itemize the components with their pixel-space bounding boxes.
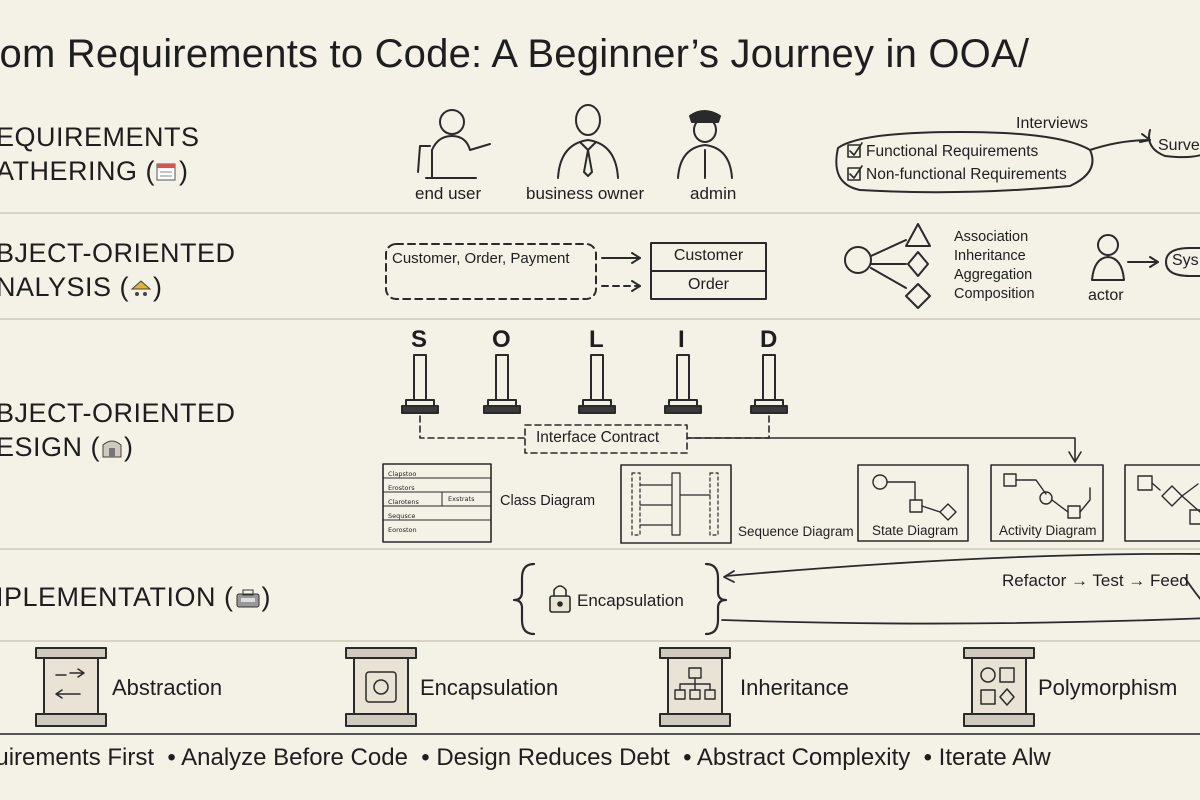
class-table-rows: Clapstoo Erostors Clarotens Sequsce Eoro…: [388, 470, 419, 534]
solid-pillars: [401, 354, 788, 414]
noun-list: Customer, Order, Payment: [392, 250, 570, 267]
notepad-icon: [155, 157, 179, 181]
state-diagram-label: State Diagram: [872, 523, 959, 538]
stage-implementation-label: IPLEMENTATION (): [0, 582, 272, 612]
class-customer: Customer: [673, 247, 744, 264]
encapsulation-label: Encapsulation: [577, 591, 684, 610]
end-user-label: end user: [415, 184, 482, 203]
interface-contract-box: [524, 424, 688, 454]
activity-diagram-label: Activity Diagram: [999, 523, 1097, 538]
pillar-inheritance: [659, 647, 731, 727]
business-owner-label: business owner: [526, 184, 645, 203]
admin-icon: [677, 110, 733, 179]
relationship-aggregation: Aggregation: [954, 267, 1033, 283]
relationship-composition: Composition: [954, 286, 1035, 302]
stage-design-label: BJECT-ORIENTED ESIGN (): [0, 398, 236, 462]
solid-letter-s: S: [411, 326, 428, 353]
actor-label: actor: [1088, 287, 1124, 304]
solid-letter-l: L: [589, 326, 604, 353]
requirements-cloud: [835, 131, 1094, 194]
admin-label: admin: [690, 184, 737, 203]
noun-box: [385, 243, 597, 300]
magnifier-icon: [129, 273, 153, 296]
state-diagram: [857, 464, 969, 542]
sequence-diagram: [620, 464, 732, 544]
functional-requirements: Functional Requirements: [866, 143, 1039, 160]
refactor-cycle-label: Refactor → Test → Feed: [1002, 571, 1189, 590]
end-user-icon: [417, 109, 491, 179]
solid-letter-i: I: [678, 326, 685, 353]
pillar-abstraction: [35, 647, 107, 727]
pillar-abstraction-label: Abstraction: [112, 675, 223, 700]
archway-icon: [100, 433, 124, 458]
solid-letter-o: O: [492, 326, 511, 353]
footer-divider: [0, 733, 1200, 735]
pillar-polymorphism-label: Polymorphism: [1038, 675, 1178, 700]
relationship-list: Association Inheritance Aggregation Comp…: [954, 228, 1035, 304]
class-diagram-label: Class Diagram: [500, 493, 596, 509]
toolbox-icon: [234, 583, 262, 608]
page-title: rom Requirements to Code: A Beginner’s J…: [0, 32, 1030, 76]
pillar-encapsulation-label: Encapsulation: [420, 675, 559, 700]
class-table-col: Exstrats: [448, 495, 475, 503]
relationship-glyphs: [844, 246, 872, 274]
non-functional-requirements: Non-functional Requirements: [866, 166, 1067, 183]
interface-contract-label: Interface Contract: [536, 429, 660, 446]
solid-letter-d: D: [760, 326, 778, 353]
divider: [0, 548, 1200, 550]
right-brace: [704, 562, 728, 636]
stage-requirements-label: EQUIREMENTS ATHERING (): [0, 122, 200, 186]
business-owner-icon: [557, 104, 619, 179]
divider: [0, 318, 1200, 320]
class-diagram-table: [382, 463, 492, 543]
lock-icon: [549, 585, 571, 613]
principles-footer: quirements First • Analyze Before Code •…: [0, 744, 1051, 771]
actor-icon: [1091, 234, 1125, 281]
relationship-inheritance: Inheritance: [954, 248, 1026, 264]
left-brace: [512, 562, 536, 636]
divider: [0, 212, 1200, 214]
deployment-diagram: [1124, 464, 1200, 542]
class-order: Order: [688, 276, 729, 293]
surveys-label: Surve: [1158, 137, 1200, 154]
relationship-association: Association: [954, 229, 1029, 245]
activity-diagram: [990, 464, 1104, 542]
pillar-inheritance-label: Inheritance: [740, 675, 849, 700]
pillar-polymorphism: [963, 647, 1035, 727]
system-label: Sys: [1172, 252, 1199, 269]
divider: [0, 640, 1200, 642]
stage-analysis-label: BJECT-ORIENTED NALYSIS (): [0, 238, 236, 302]
interviews-label: Interviews: [1016, 115, 1089, 132]
sequence-diagram-label: Sequence Diagram: [738, 524, 854, 539]
pillar-encapsulation: [345, 647, 417, 727]
